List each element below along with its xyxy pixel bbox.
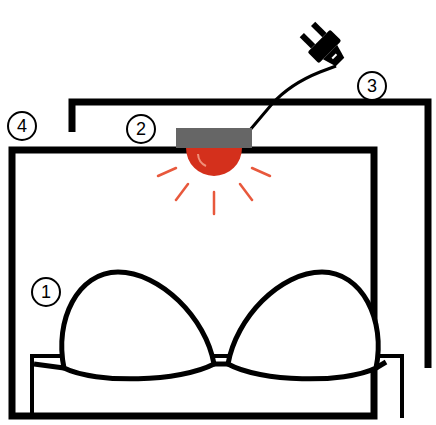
light-rays xyxy=(158,168,270,214)
power-cable xyxy=(250,66,336,130)
lamp-bulb xyxy=(186,148,242,176)
plug xyxy=(296,18,351,73)
callout-number: 2 xyxy=(128,116,154,142)
lamp-base xyxy=(176,128,252,148)
callout-circles xyxy=(8,72,386,306)
callout-number: 3 xyxy=(359,73,385,99)
bra xyxy=(34,272,386,379)
callout-number: 4 xyxy=(9,113,35,139)
callout-number: 1 xyxy=(33,279,59,305)
